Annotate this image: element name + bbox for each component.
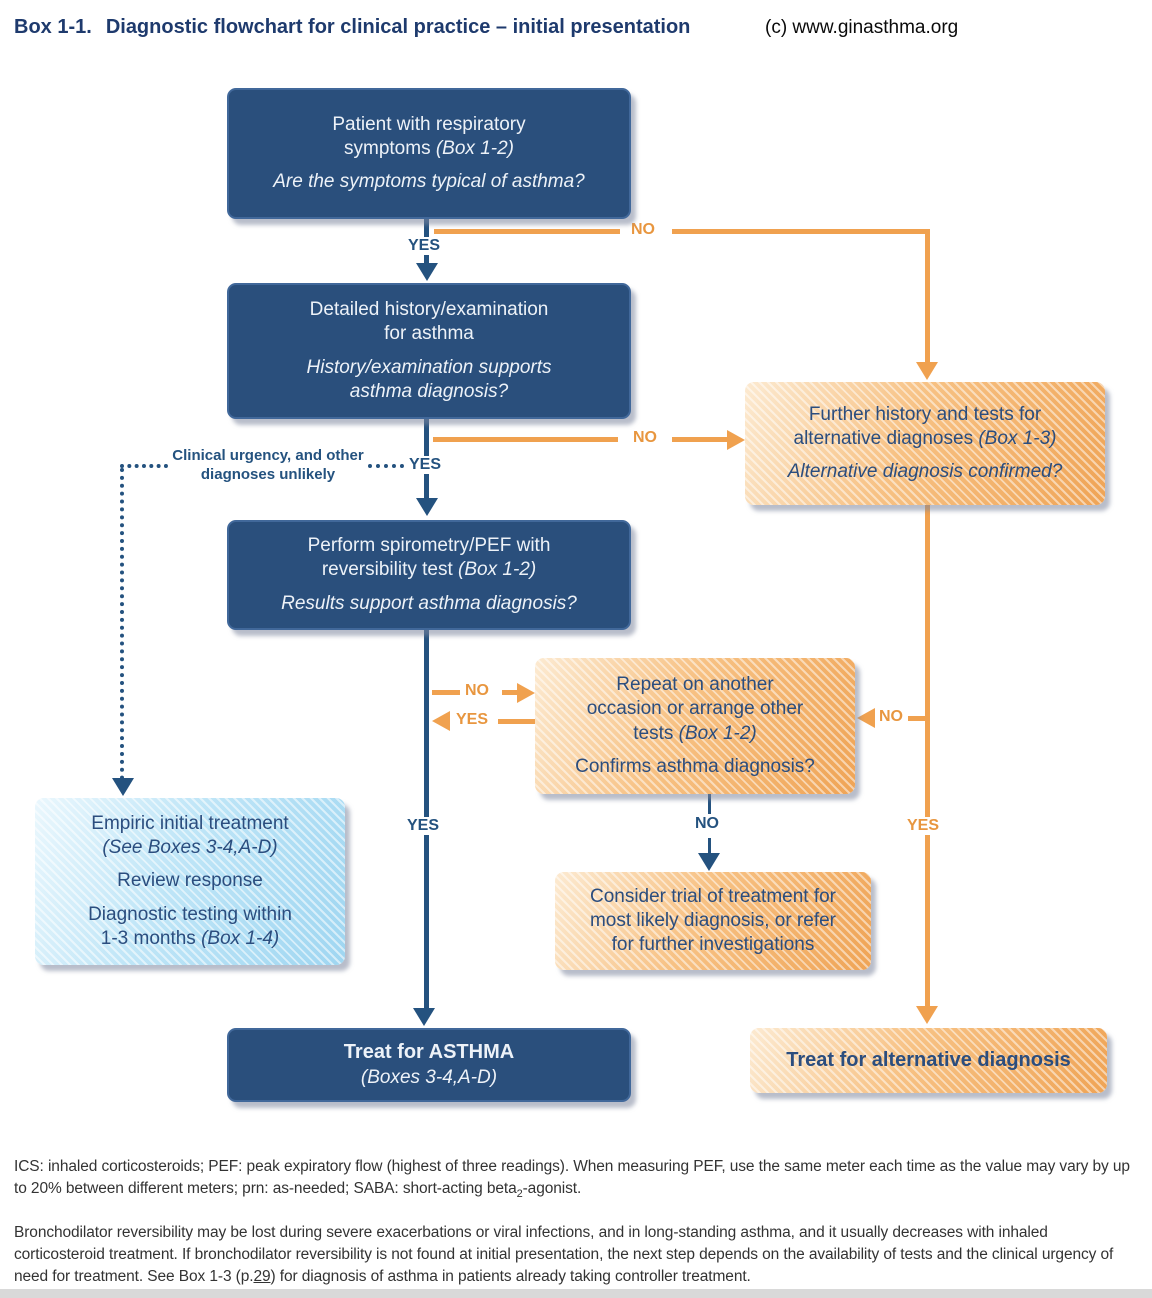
title-text: Diagnostic flowchart for clinical practi…	[105, 16, 691, 38]
edge-spiro-no-line2	[502, 690, 517, 695]
edge-history-no-arrowhead-icon	[727, 430, 745, 450]
box-number-label: Box 1-1.	[14, 16, 92, 38]
node-repeat-tests: Repeat on another occasion or arrange ot…	[535, 658, 855, 794]
edge-repeat-yes-line	[498, 719, 535, 724]
edge-main-yes-arrowhead-icon	[413, 1008, 435, 1026]
edge-label-repeat-no: NO	[692, 815, 722, 833]
edge-repeat-no-arrowhead-icon	[698, 853, 720, 871]
edge-history-no-line2	[672, 437, 727, 442]
node-further-history: Further history and tests for alternativ…	[745, 382, 1105, 505]
urgency-annotation: Clinical urgency, and other diagnoses un…	[172, 447, 364, 483]
node-spirometry: Perform spirometry/PEF with reversibilit…	[227, 520, 631, 630]
edge-alt-yes-arrowhead-icon	[916, 1006, 938, 1024]
edge-label-patient-yes: YES	[405, 237, 444, 255]
edge-repeat-yes-arrowhead-icon	[432, 711, 450, 731]
edge-history-no-line1	[433, 437, 618, 442]
edge-label-urgency-yes: YES	[406, 456, 445, 474]
node-treat-asthma: Treat for ASTHMA (Boxes 3-4,A-D)	[227, 1028, 631, 1102]
edge-history-yes-arrowhead-icon	[416, 498, 438, 516]
edge-alt-no-arrowhead-icon	[857, 708, 875, 728]
node-spirometry-question: Results support asthma diagnosis?	[281, 592, 577, 614]
node-empiric-treatment: Empiric initial treatment (See Boxes 3-4…	[35, 798, 345, 965]
edge-label-patient-no: NO	[628, 221, 658, 239]
bottom-divider-bar	[0, 1289, 1152, 1298]
edge-patient-no-line2	[672, 229, 930, 234]
node-repeat-question: Confirms asthma diagnosis?	[575, 755, 815, 777]
page-title: Box 1-1. Diagnostic flowchart for clinica…	[14, 16, 690, 39]
edge-label-asthma-yes: YES	[404, 817, 443, 835]
edge-urgency-dotted-vline	[120, 468, 124, 780]
edge-label-repeat-yes: YES	[453, 711, 492, 729]
edge-label-alt-yes: YES	[904, 817, 943, 835]
edge-urgency-dotted-left	[120, 464, 168, 468]
edge-label-spiro-no: NO	[462, 682, 492, 700]
edge-repeat-no-line2	[708, 838, 711, 854]
edge-urgency-dotted-right	[368, 464, 404, 468]
node-detailed-history: Detailed history/examination for asthma …	[227, 283, 631, 419]
edge-label-alt-no: NO	[876, 708, 906, 726]
node-patient-question: Are the symptoms typical of asthma?	[273, 171, 585, 193]
edge-patient-yes-arrowhead-icon	[416, 263, 438, 281]
edge-patient-no-vline	[925, 229, 930, 363]
footnote-reversibility: Bronchodilator reversibility may be lost…	[14, 1224, 1114, 1285]
footnote-abbreviations: ICS: inhaled corticosteroids; PEF: peak …	[14, 1158, 1130, 1201]
edge-alt-no-line	[908, 716, 926, 721]
edge-urgency-arrowhead-icon	[112, 778, 134, 796]
edge-label-history-no: NO	[630, 429, 660, 447]
edge-spiro-no-arrowhead-icon	[517, 683, 535, 703]
edge-spiro-no-line1	[432, 690, 460, 695]
edge-repeat-no-line1	[708, 794, 711, 814]
edge-patient-no-arrowhead-icon	[916, 362, 938, 380]
edge-patient-no-line1	[434, 229, 620, 234]
page-29-link[interactable]: 29	[253, 1268, 271, 1285]
node-patient-symptoms: Patient with respiratory symptoms (Box 1…	[227, 88, 631, 219]
edge-alt-yes-line	[925, 505, 930, 1008]
node-consider-trial: Consider trial of treatment for most lik…	[555, 872, 871, 970]
copyright-credit: (c) www.ginasthma.org	[765, 17, 959, 38]
node-treat-alternative: Treat for alternative diagnosis	[750, 1028, 1107, 1093]
beta-subscript: 2	[516, 1188, 523, 1201]
node-further-question: Alternative diagnosis confirmed?	[787, 461, 1063, 483]
